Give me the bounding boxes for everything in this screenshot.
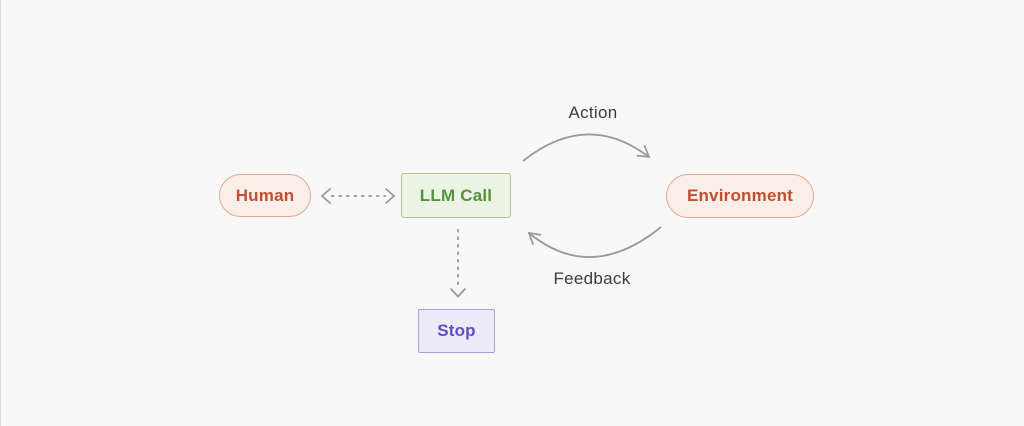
node-human-label: Human xyxy=(235,185,295,205)
node-human: Human xyxy=(219,174,311,217)
human-llm-arrow xyxy=(320,188,396,204)
action-edge-label: Action xyxy=(568,103,618,122)
node-llm-call-label: LLM Call xyxy=(419,185,493,205)
node-stop-label: Stop xyxy=(437,321,476,340)
node-environment-label: Environment xyxy=(686,186,794,205)
feedback-edge-label: Feedback xyxy=(553,269,631,288)
llm-stop-arrow xyxy=(450,229,466,298)
node-stop: Stop xyxy=(418,309,495,353)
node-llm-call: LLM Call xyxy=(401,173,511,218)
node-environment: Environment xyxy=(666,174,814,218)
action-arrow xyxy=(522,133,651,162)
feedback-arrow xyxy=(527,226,662,258)
